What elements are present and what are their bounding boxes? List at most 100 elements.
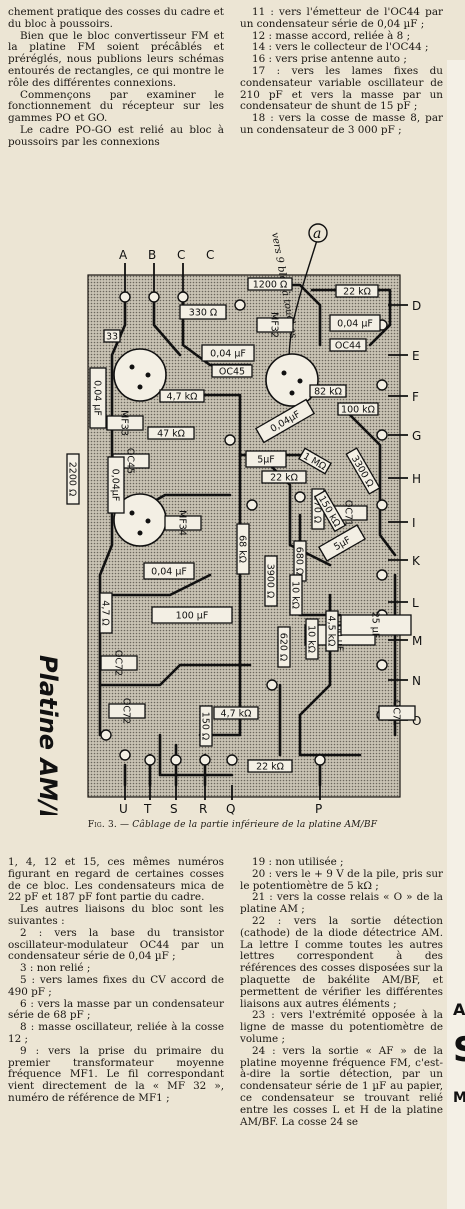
paragraph: Bien que le bloc convertisseur FM et la …: [8, 29, 224, 89]
component: OC72: [108, 698, 146, 724]
edge-fragment: M: [453, 1090, 465, 1106]
component: 22 kΩ: [335, 284, 379, 298]
edge-fragment: S: [453, 1030, 465, 1070]
component-label: 0,04 µF: [210, 349, 246, 360]
edge-letter: Q: [226, 802, 235, 815]
component-label: OC45: [125, 448, 136, 474]
component: 25 µF: [340, 612, 412, 639]
component-label: 2200 Ω: [67, 462, 78, 496]
side-title: Platine AM/BF: [34, 655, 62, 815]
edge-letter: G: [412, 429, 421, 443]
component-label: 100 µF: [176, 611, 209, 622]
component-label: 100 µF: [334, 619, 345, 652]
component: MF32: [256, 312, 294, 338]
component: 100 µF: [151, 606, 233, 624]
component-label: OC71: [391, 700, 402, 726]
edge-letter: D: [412, 299, 421, 313]
component-label: 4,5 kΩ: [326, 616, 337, 647]
component-label: 680 Ω: [294, 547, 305, 575]
component: OC72: [100, 650, 138, 676]
component-label: 0,04µF: [110, 469, 121, 502]
paragraph: Le cadre PO-GO est relié au bloc à pouss…: [8, 123, 224, 148]
edge-letter: P: [315, 802, 322, 815]
component: 82 kΩ: [309, 384, 347, 398]
component: 5µF: [245, 450, 287, 468]
edge-letter: U: [119, 802, 128, 815]
paragraph: Commençons par examiner le fonctionnemen…: [8, 88, 224, 125]
component-label: OC72: [113, 650, 124, 676]
paragraph: Les autres liaisons du bloc sont les sui…: [8, 903, 224, 927]
component-label: 22 kΩ: [343, 287, 371, 298]
component-label: 0,04 µF: [337, 319, 373, 330]
list-item: 3 : non relié ;: [20, 962, 91, 975]
component: 100 kΩ: [337, 402, 379, 416]
component-label: 620 Ω: [278, 633, 289, 661]
component: 22 kΩ: [247, 759, 293, 773]
component: 4,7 kΩ: [213, 706, 259, 720]
list-item: 8 : masse oscillateur, reliée à la cosse…: [8, 1021, 224, 1045]
component-label: OC45: [219, 367, 245, 378]
edge-letter: N: [412, 674, 421, 688]
list-item: 6 : vers la masse par un condensateur sé…: [8, 997, 224, 1022]
list-item: 11 : vers l'émetteur de l'OC44 par un co…: [240, 6, 443, 30]
component: 3900 Ω: [264, 555, 278, 607]
component-label: 4,7 kΩ: [167, 392, 198, 403]
component-label: OC71: [343, 500, 354, 526]
component-label: 150 Ω: [200, 712, 211, 740]
list-item: 12 : masse accord, reliée à 8 ;: [252, 29, 411, 42]
edge-letter: T: [143, 802, 152, 815]
transistor-can: [113, 348, 167, 402]
component-label: OC44: [335, 341, 361, 352]
edge-fragment: A: [453, 1000, 465, 1019]
list-item: 9 : vers la prise du primaire du premier…: [8, 1044, 224, 1104]
edge-letter: A: [119, 248, 128, 262]
component: 22 kΩ: [261, 470, 307, 484]
list-item: 16 : vers prise antenne auto ;: [252, 53, 407, 66]
edge-letter: L: [412, 596, 419, 610]
list-item: 20 : vers le + 9 V de la pile, pris sur …: [240, 867, 443, 892]
list-item: 23 : vers l'extrémité opposée à la ligne…: [240, 1009, 443, 1045]
component: 0,04 µF: [89, 367, 107, 429]
component-label: 25 µF: [370, 612, 381, 639]
component: 0,04 µF: [329, 314, 381, 332]
edge-letter: I: [412, 516, 416, 530]
list-item: 18 : vers la cosse de masse 8, par un co…: [240, 112, 443, 136]
component: 680 Ω: [293, 540, 307, 582]
component: MF33: [106, 410, 144, 436]
component-label: 82 kΩ: [314, 387, 342, 398]
component: MF34: [164, 510, 202, 536]
component: OC45: [211, 364, 253, 378]
component: OC71: [378, 700, 416, 726]
component-label: MF32: [269, 312, 280, 338]
component-label: 4,7 kΩ: [221, 709, 252, 720]
wiring-diagram: Platine AM/BF A B C C U T S R Q P DEFGHI…: [34, 223, 422, 815]
list-item: 21 : vers la cosse relais « O » de la pl…: [240, 891, 443, 916]
component-label: OC72: [121, 698, 132, 724]
edge-letter: K: [412, 554, 421, 568]
caption-number: Fig. 3. —: [87, 820, 130, 830]
caption-text: Câblage de la partie inférieure de la pl…: [132, 820, 378, 830]
list-item: 14 : vers le collecteur de l'OC44 ;: [252, 41, 429, 54]
text-column-bottom-left: 1, 4, 12 et 15, ces mêmes numéros figura…: [8, 856, 224, 1105]
component: 4,7 kΩ: [159, 389, 205, 403]
component-label: 10 kΩ: [306, 625, 317, 653]
component: 330 Ω: [179, 304, 227, 320]
component-label: 330 Ω: [189, 308, 217, 319]
list-item: 22 : vers la sortie détection (cathode) …: [240, 914, 443, 1010]
component-label: 0,04 µF: [92, 380, 103, 416]
component-label: 22 kΩ: [270, 473, 298, 484]
component-label: 0,04 µF: [151, 567, 187, 578]
edge-letter: R: [199, 802, 207, 815]
list-item: 5 : vers lames fixes du CV accord de 490…: [8, 973, 224, 998]
component-label: 3900 Ω: [265, 564, 276, 598]
component: 33: [103, 329, 121, 343]
component-label: 100 kΩ: [341, 405, 375, 416]
figure-caption: Fig. 3. — Câblage de la partie inférieur…: [0, 820, 465, 830]
paragraph: 1, 4, 12 et 15, ces mêmes numéros figura…: [8, 856, 224, 904]
component: OC44: [329, 338, 367, 352]
component: 47 kΩ: [147, 426, 195, 440]
callout-marker: [308, 223, 328, 243]
edge-letter: S: [170, 802, 178, 815]
component: 4,7 Ω: [99, 592, 113, 634]
text-column-top-right: 11 : vers l'émetteur de l'OC44 par un co…: [240, 6, 443, 137]
